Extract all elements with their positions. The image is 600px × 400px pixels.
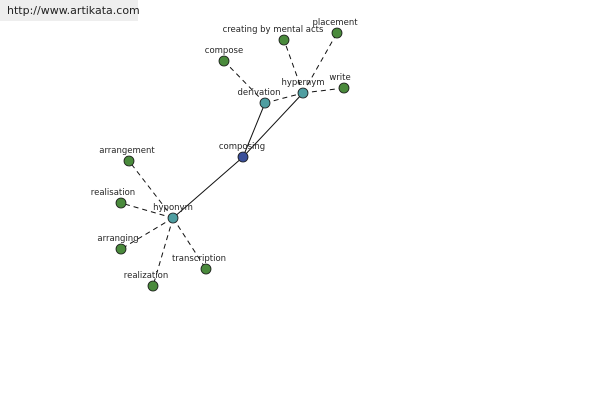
node-circle-realization[interactable]: [147, 280, 159, 292]
node-realization[interactable]: realization: [124, 271, 168, 292]
node-label-arranging: arranging: [97, 234, 138, 244]
node-hyponym[interactable]: hyponym: [153, 203, 193, 224]
edge-hyponym-arrangement: [128, 160, 174, 219]
source-url-badge: http://www.artikata.com: [0, 0, 140, 21]
source-url-text: http://www.artikata.com: [7, 4, 140, 17]
node-circle-transcription[interactable]: [200, 263, 212, 275]
node-circle-compose[interactable]: [218, 55, 230, 67]
node-label-arrangement: arrangement: [99, 146, 155, 156]
edge-hyponym-realization: [152, 217, 174, 287]
node-circle-composing[interactable]: [237, 151, 249, 163]
node-label-placement: placement: [312, 18, 358, 28]
edge-hypernym-creating-by-mental-acts: [283, 39, 304, 94]
node-circle-hyponym[interactable]: [167, 212, 179, 224]
node-label-composing: composing: [219, 142, 265, 152]
node-placement[interactable]: placement: [312, 18, 358, 39]
node-circle-realisation[interactable]: [115, 197, 127, 209]
node-compose[interactable]: compose: [205, 46, 243, 67]
node-label-write: write: [329, 73, 350, 83]
node-circle-creating-by-mental-acts[interactable]: [278, 34, 290, 46]
node-circle-placement[interactable]: [331, 27, 343, 39]
edges-layer: [120, 32, 345, 287]
node-label-creating-by-mental-acts: creating by mental acts: [223, 25, 324, 35]
node-hypernym[interactable]: hypernym: [281, 78, 325, 99]
node-write[interactable]: write: [329, 73, 351, 94]
edge-composing-derivation: [242, 102, 266, 158]
edge-composing-hyponym: [172, 156, 244, 219]
node-realisation[interactable]: realisation: [91, 188, 135, 209]
node-label-realization: realization: [124, 271, 168, 281]
node-derivation[interactable]: derivation: [237, 88, 281, 109]
node-label-transcription: transcription: [172, 254, 226, 264]
node-arranging[interactable]: arranging: [97, 234, 139, 255]
node-label-realisation: realisation: [91, 188, 135, 198]
node-label-derivation: derivation: [237, 88, 280, 98]
edge-composing-hypernym: [242, 92, 304, 158]
edge-hypernym-placement: [302, 32, 338, 94]
node-circle-derivation[interactable]: [259, 97, 271, 109]
edge-hyponym-realisation: [120, 202, 174, 219]
edge-derivation-hypernym: [264, 92, 304, 104]
edge-hypernym-write: [302, 87, 345, 94]
node-circle-arrangement[interactable]: [123, 155, 135, 167]
node-circle-hypernym[interactable]: [297, 87, 309, 99]
node-composing[interactable]: composing: [219, 142, 265, 163]
node-creating-by-mental-acts[interactable]: creating by mental acts: [223, 25, 324, 46]
node-circle-write[interactable]: [338, 82, 350, 94]
node-circle-arranging[interactable]: [115, 243, 127, 255]
edge-hyponym-arranging: [120, 217, 174, 250]
edge-derivation-compose: [223, 60, 266, 104]
node-arrangement[interactable]: arrangement: [99, 146, 155, 167]
node-label-hyponym: hyponym: [153, 203, 193, 213]
node-label-compose: compose: [205, 46, 243, 56]
node-label-hypernym: hypernym: [281, 78, 324, 88]
edge-hyponym-transcription: [172, 217, 207, 270]
node-transcription[interactable]: transcription: [172, 254, 226, 275]
